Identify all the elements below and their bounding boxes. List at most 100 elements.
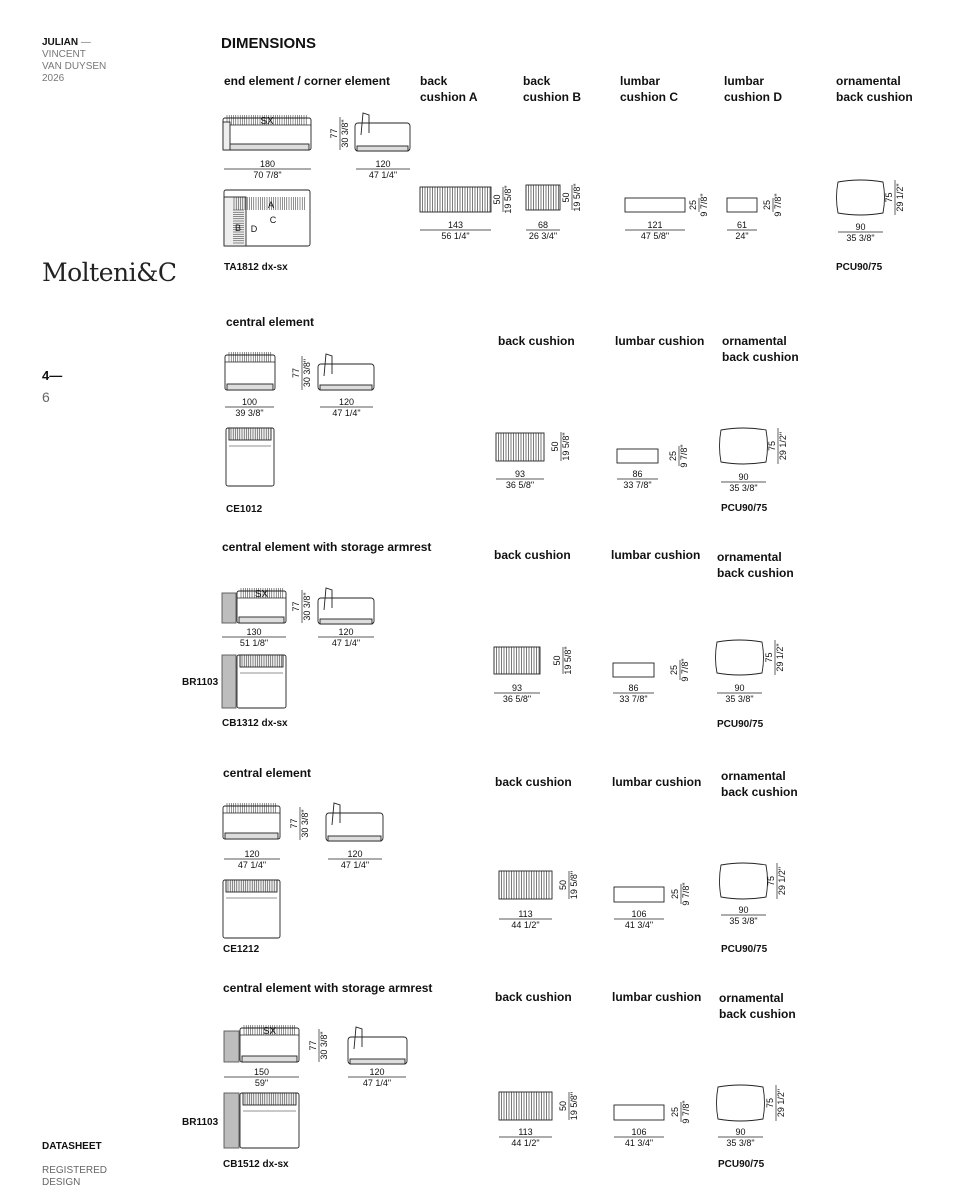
dimension-cm: 113: [518, 1127, 532, 1137]
dimension-cm: 50: [492, 194, 502, 204]
dimension-cm: 77: [291, 601, 301, 611]
dimension-inch: 30 3/8": [302, 359, 312, 387]
dimension-cm: 25: [668, 451, 678, 461]
dimension-cm: 90: [734, 683, 744, 693]
cushion-label: ornamental back cushion: [717, 550, 794, 580]
element-label: central element with storage armrest: [222, 540, 432, 554]
dimension-inch: 47 5/8": [641, 231, 669, 241]
dimension-inch: 19 5/8": [561, 432, 571, 460]
dimension-inch: 33 7/8": [623, 480, 651, 490]
storage-armrest: [223, 1092, 240, 1149]
dimension-cm: 25: [688, 200, 698, 210]
dimension-cm: 50: [558, 880, 568, 890]
sofa-base: [226, 383, 274, 391]
cushion-label: back cushion B: [523, 74, 582, 104]
sofa-base: [238, 616, 285, 624]
back-cushion-shape: [419, 186, 492, 213]
element-label: central element with storage armrest: [223, 981, 433, 995]
dimension-cm: 50: [550, 441, 560, 451]
dimension-cm: 121: [647, 220, 662, 230]
sofa-base: [349, 1058, 406, 1065]
ornamental-cushion-shape: [716, 1084, 765, 1122]
cushion-label: ornamental back cushion: [721, 769, 798, 799]
sofa-base: [224, 832, 279, 840]
dimension-inch: 33 7/8": [619, 694, 647, 704]
dimension-inch: 47 1/4": [332, 638, 360, 648]
plan-label-a: A: [268, 200, 274, 210]
dimension-inch: 35 3/8": [729, 916, 757, 926]
element-label: central element: [223, 766, 312, 780]
cushion-label: back cushion: [494, 548, 571, 562]
dimension-cm: 50: [561, 192, 571, 202]
plan-label-b: B: [235, 223, 241, 233]
lumbar-cushion-shape: [613, 886, 665, 903]
element-label: central element: [226, 315, 315, 329]
cushion-code: PCU90/75: [721, 503, 768, 514]
dimension-inch: 29 1/2": [775, 643, 785, 671]
arm-side-label: SX: [260, 116, 274, 127]
dimension-cm: 93: [515, 469, 525, 479]
cushion-label: ornamental back cushion: [719, 991, 796, 1021]
dimension-inch: 35 3/8": [725, 694, 753, 704]
dimension-cm: 106: [631, 1127, 646, 1137]
dimension-cm: 120: [244, 849, 259, 859]
dimension-inch: 29 1/2": [777, 867, 787, 895]
page-total: 6: [42, 389, 50, 405]
cushion-label: lumbar cushion C: [620, 74, 679, 104]
sofa-base: [319, 384, 373, 391]
dimension-cm: 90: [738, 472, 748, 482]
dimension-cm: 50: [558, 1101, 568, 1111]
lumbar-cushion-shape: [624, 197, 686, 213]
dimension-cm: 120: [347, 849, 362, 859]
lumbar-cushion-shape: [616, 448, 659, 464]
dimension-cm: 93: [512, 683, 522, 693]
plan-label-d: D: [251, 224, 258, 234]
back-cushion-shape: [498, 1091, 553, 1121]
cushion-code: PCU90/75: [717, 719, 764, 730]
dimension-inch: 9 7/8": [699, 193, 709, 216]
element-code: CB1512 dx-sx: [223, 1159, 289, 1170]
dimension-inch: 44 1/2": [511, 1138, 539, 1148]
dimension-cm: 25: [670, 1107, 680, 1117]
plan-label-c: C: [270, 215, 277, 225]
dimension-inch: 35 3/8": [726, 1138, 754, 1148]
dimension-inch: 19 5/8": [563, 646, 573, 674]
dimension-inch: 47 1/4": [363, 1078, 391, 1088]
sofa-base: [241, 1055, 298, 1063]
dimension-inch: 26 3/4": [529, 231, 557, 241]
cushion-label: back cushion: [495, 990, 572, 1004]
dimension-cm: 120: [375, 159, 390, 169]
back-cushion-shape: [493, 646, 541, 675]
dimension-cm: 25: [762, 200, 772, 210]
dimension-inch: 19 5/8": [569, 871, 579, 899]
page-title: DIMENSIONS: [221, 35, 317, 52]
dimension-inch: 59": [255, 1078, 268, 1088]
dimension-inch: 41 3/4": [625, 1138, 653, 1148]
backrest-profile: [331, 802, 341, 826]
dimension-inch: 35 3/8": [729, 483, 757, 493]
plan-back-cushions: [242, 1092, 297, 1106]
sofa-base: [319, 618, 373, 625]
dimension-cm: 90: [855, 222, 865, 232]
designer-credit: JULIAN — VINCENT VAN DUYSEN 2026: [42, 37, 106, 85]
sofa-base: [327, 835, 382, 842]
dimension-inch: 29 1/2": [778, 432, 788, 460]
storage-armrest: [221, 592, 237, 624]
designer-line: VINCENT: [42, 49, 86, 60]
cushion-code: PCU90/75: [718, 1159, 765, 1170]
dimension-inch: 47 1/4": [341, 860, 369, 870]
ornamental-cushion-shape: [715, 639, 764, 676]
cushion-code: PCU90/75: [721, 944, 768, 955]
dimension-inch: 19 5/8": [503, 185, 513, 213]
registered-design-label: REGISTERED DESIGN: [42, 1165, 108, 1188]
arm-side-label: SX: [263, 1026, 277, 1037]
dimension-inch: 41 3/4": [625, 920, 653, 930]
cushion-label: ornamental back cushion: [836, 74, 913, 104]
page-dash: —: [49, 368, 63, 383]
ornamental-cushion-shape: [719, 427, 768, 465]
designer-line: VAN DUYSEN: [42, 61, 107, 72]
armrest-code: BR1103: [182, 677, 219, 688]
arm-block: [222, 121, 231, 151]
element-code: CB1312 dx-sx: [222, 718, 288, 729]
dimension-inch: 30 3/8": [300, 809, 310, 837]
